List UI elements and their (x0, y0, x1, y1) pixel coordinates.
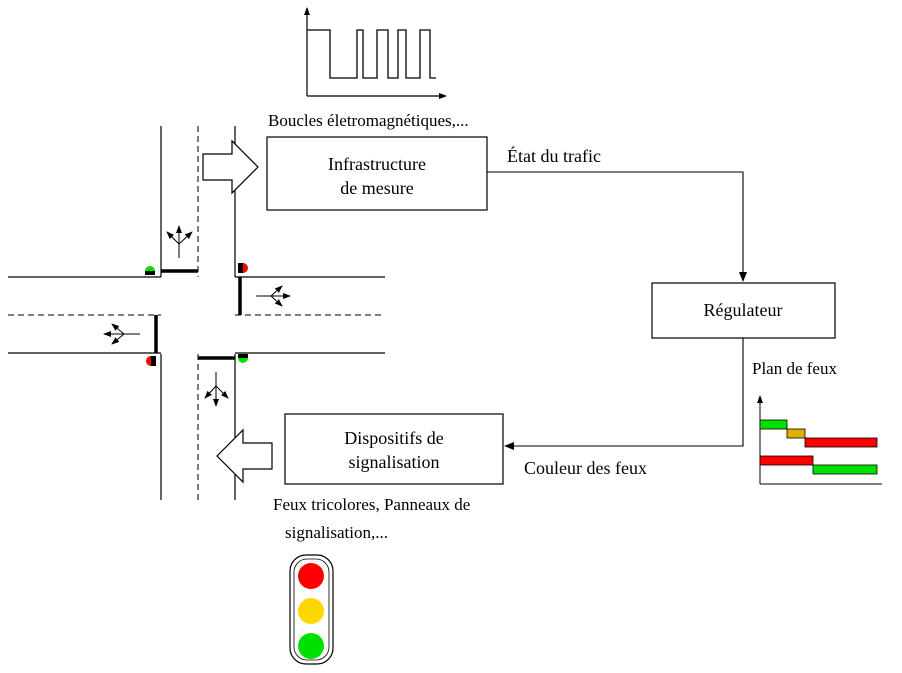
intersection-signal-south (238, 354, 248, 363)
plan-phase1-green (759, 419, 788, 430)
controller-box (651, 282, 836, 339)
signal-plan-chart (757, 395, 882, 485)
traffic-light-icon (289, 554, 334, 665)
devices-caption-line1: Feux tricolores, Panneaux de (273, 495, 470, 514)
light-colors-connector (504, 338, 744, 450)
sensors-caption: Boucles életromagnétiques,... (268, 111, 469, 130)
intersection-signal-east (238, 263, 248, 273)
signal-box-line1: Dispositifs de (344, 428, 444, 448)
green-light-icon (298, 633, 324, 659)
devices-caption-line2: signalisation,... (285, 523, 388, 542)
measure-infrastructure-box (266, 136, 488, 211)
measurement-input-arrow (202, 139, 259, 195)
intersection-signal-north (145, 266, 155, 275)
plan-phase2-red (759, 455, 814, 466)
turn-arrows-south (204, 372, 229, 407)
plan-phase1-yellow (786, 428, 806, 439)
intersection-signal-west (146, 356, 156, 366)
turn-arrows-north (166, 225, 193, 258)
traffic-state-label: État du trafic (507, 145, 601, 166)
road-intersection (8, 126, 385, 500)
turn-arrows-west (103, 323, 140, 345)
light-colors-label: Couleur des feux (524, 458, 647, 478)
signal-box-line2: signalisation (349, 452, 440, 472)
yellow-light-icon (298, 598, 324, 624)
signal-output-arrow (216, 428, 273, 484)
controller-box-label: Régulateur (704, 300, 783, 320)
signal-plan-label: Plan de feux (752, 359, 837, 378)
plan-phase2-green (812, 464, 878, 475)
turn-arrows-east (256, 285, 291, 307)
traffic-state-connector (487, 171, 747, 282)
signal-pulse-waveform (307, 29, 436, 79)
red-light-icon (298, 563, 324, 589)
signaling-devices-box (284, 413, 504, 485)
plan-phase1-red (804, 437, 878, 448)
loop-detector-signal-plot (304, 7, 447, 99)
measure-box-line1: Infrastructure (328, 154, 426, 174)
measure-box-line2: de mesure (340, 178, 413, 198)
